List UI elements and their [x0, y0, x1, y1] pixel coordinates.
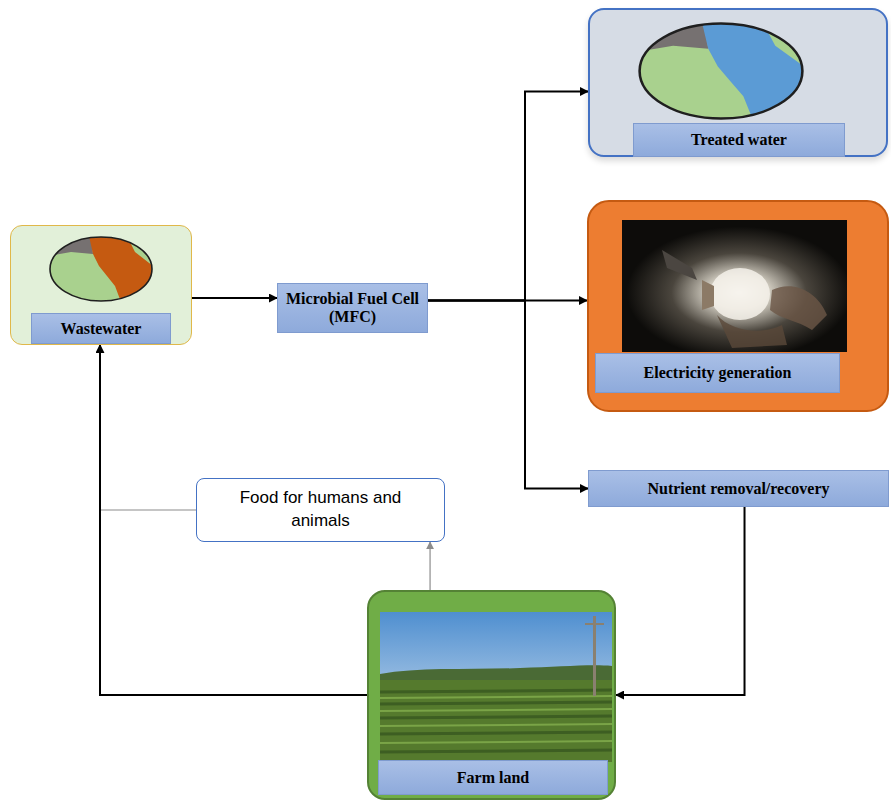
connector-arrow	[100, 345, 196, 510]
panel-label: Wastewater	[61, 320, 142, 338]
light-bulb-photo	[622, 220, 847, 352]
label-box: Farm land	[378, 760, 608, 795]
farm-photo	[380, 612, 612, 762]
pond-illustration	[49, 236, 153, 302]
box-text: Microbial Fuel Cell (MFC)	[286, 290, 419, 326]
connector-arrow	[192, 297, 277, 299]
box-text: Nutrient removal/recovery	[647, 480, 829, 498]
panel-label: Treated water	[691, 131, 787, 149]
farm-land-panel: Farm land	[367, 590, 616, 800]
panel-label: Electricity generation	[644, 364, 792, 382]
pond-illustration	[638, 22, 804, 120]
label-box: Electricity generation	[595, 353, 840, 393]
electricity-panel: Electricity generation	[587, 200, 889, 412]
wastewater-panel: Wastewater	[10, 225, 192, 345]
connector-arrow	[428, 301, 588, 489]
box-text: Food for humans and animals	[213, 487, 428, 533]
process-box: Microbial Fuel Cell (MFC)	[277, 283, 428, 333]
label-box: Wastewater	[31, 313, 171, 344]
connector-arrow	[428, 91, 588, 300]
label-box: Treated water	[633, 123, 845, 157]
process-box: Food for humans and animals	[196, 478, 445, 542]
treated-water-panel: Treated water	[588, 8, 888, 157]
process-box: Nutrient removal/recovery	[588, 470, 889, 507]
connector-arrow	[429, 542, 430, 590]
panel-label: Farm land	[457, 769, 529, 787]
connector-arrow	[616, 507, 745, 695]
